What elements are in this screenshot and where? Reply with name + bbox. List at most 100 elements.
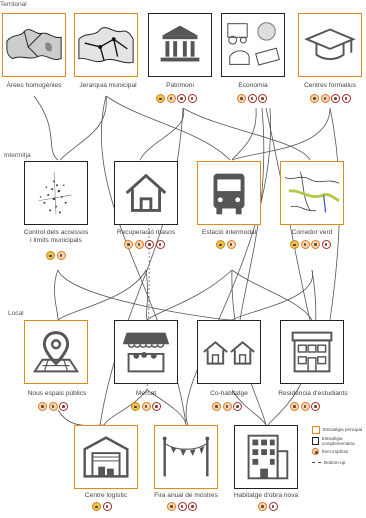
legend-implied: Ítem implicat [312,446,366,457]
label-residencia-estudiants: Residència d'estudiants [278,390,348,397]
label-patrimoni: Patrimoni [166,82,194,89]
twin-houses-icon [203,341,255,365]
level-intermitja: Intermitja [4,152,31,159]
label-control-accessos: Control dels accessos i límits municipal… [14,229,98,244]
node-centre-logistic[interactable] [74,425,138,489]
bunting-icon [162,436,210,477]
item-red-icon [59,402,68,411]
label-economia: Economia [238,82,268,89]
item-red-icon [177,94,186,103]
centres-items [310,94,351,103]
node-co-habitatge[interactable] [197,320,261,384]
estacio-items [216,240,236,249]
corredor-items [290,240,331,249]
label-corredor-verd: Corredor verd [291,229,333,236]
legend-bottom-up-label: Bottom-up [324,460,346,465]
node-jerarquia-municipal[interactable] [74,13,138,77]
warehouse-icon [83,436,129,478]
graduation-cap-icon [304,28,356,61]
item-orange-icon [300,240,310,249]
label-control-line1: Control dels accessos [23,229,89,236]
item-red-icon [311,402,320,411]
habitatge-items [258,502,278,511]
node-control-accessos[interactable] [24,161,88,225]
node-fira-anual[interactable] [154,425,218,489]
item-orange-icon [48,402,58,411]
item-red-icon [187,94,197,103]
economy-icons [227,22,280,66]
item-orange-icon [141,402,151,411]
item-orange-icon [167,502,176,511]
label-nous-espais-publics: Nous espais públics [27,390,87,397]
label-jerarquia-municipal: Jerarquia municipal [79,82,137,89]
node-recuperacio-masos[interactable] [114,161,178,225]
item-orange-icon [134,240,144,249]
label-centre-logistic: Centre logístic [84,492,128,499]
item-orange-icon [320,94,330,103]
item-yellow-icon [131,402,140,411]
market-stall-icon [122,332,170,373]
label-fira-anual: Fira anual de mostres [154,492,218,499]
item-orange-icon [38,402,47,411]
legend-complementary: Estratègia complementària [312,435,366,446]
item-red-icon [247,94,257,103]
mercat-items [131,402,161,411]
node-arees-homogenies[interactable] [2,13,66,77]
node-patrimoni[interactable] [148,13,212,77]
item-red-icon [102,502,112,511]
item-red-icon [321,240,331,249]
economia-items [237,94,267,103]
map-pin-icon [32,331,80,373]
primary-swatch-icon [312,425,320,434]
item-orange-icon [237,94,246,103]
control-items [46,251,66,260]
label-control-line2: i límits municipals [30,236,82,244]
label-habitatge-obra-nova: Habitatge d'obra nova [233,492,299,499]
item-red-icon [152,402,161,411]
item-orange-icon [290,402,299,411]
node-habitatge-obra-nova[interactable] [234,425,298,489]
nous-items [38,402,68,411]
label-mercat: Mercat [135,390,157,397]
node-corredor-verd[interactable] [280,161,344,225]
node-residencia-estudiants[interactable] [280,320,344,384]
item-red-icon [155,240,165,249]
item-orange-icon [310,94,319,103]
level-local: Local [8,310,24,317]
item-red-icon [341,94,351,103]
label-arees-homogenies: Àrees homogènies [6,82,62,89]
item-orange-icon [212,402,221,411]
residencia-items [290,402,320,411]
item-red-icon [233,402,242,411]
item-yellow-icon [216,240,225,249]
bus-icon [213,173,245,215]
house-icon [125,173,167,212]
map-hierarchy-icon [78,27,134,64]
node-nous-espais-publics[interactable] [24,320,88,384]
item-orange-icon [226,240,236,249]
item-icon [312,448,319,455]
item-orange-icon [56,251,66,260]
item-red-icon [145,240,154,249]
item-yellow-icon [92,502,101,511]
level-territorial: Territorial [0,1,27,8]
node-mercat[interactable] [114,320,178,384]
logistic-items [92,502,112,511]
apartment-building-icon [247,434,289,480]
node-economia[interactable] [221,13,285,77]
item-orange-icon [222,402,232,411]
item-orange-icon [166,94,176,103]
recuperacio-items [124,240,165,249]
building-icon [291,331,333,373]
node-centres-formatius[interactable] [298,13,362,77]
item-orange-icon [311,240,320,249]
item-yellow-icon [290,240,299,249]
item-orange-icon [300,402,310,411]
legend: Estratègia principal Estratègia compleme… [312,424,366,468]
item-yellow-icon [46,251,55,260]
label-recuperacio-masos: Recuperació masos [116,229,176,236]
item-orange-icon [124,240,133,249]
legend-bottom-up: Bottom-up [312,457,366,468]
item-red-icon [258,94,267,103]
node-estacio-intermodal[interactable] [197,161,261,225]
